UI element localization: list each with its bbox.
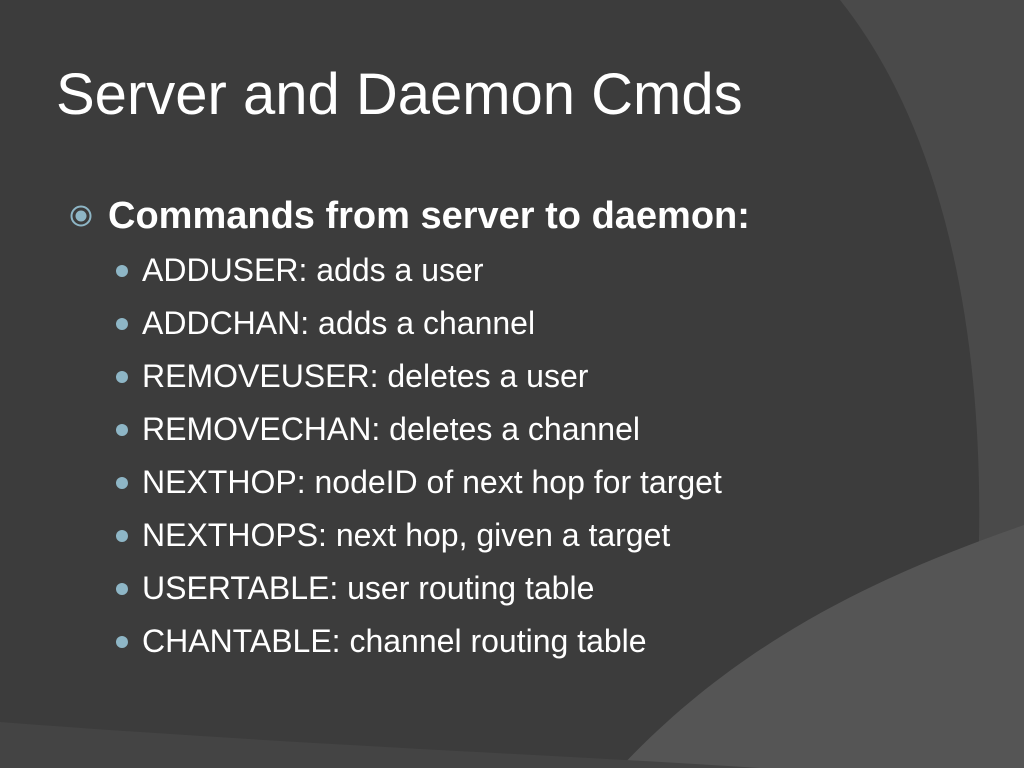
dot-bullet-icon (116, 370, 128, 383)
dot-bullet-icon (116, 317, 128, 330)
list-item-text: NEXTHOP: nodeID of next hop for target (142, 464, 722, 500)
dot-bullet-icon (116, 264, 128, 277)
dot-bullet-icon (116, 529, 128, 542)
slide-content: Commands from server to daemon: ADDUSER:… (70, 188, 970, 668)
command-list: ADDUSER: adds a user ADDCHAN: adds a cha… (70, 244, 970, 668)
target-bullet-icon (70, 205, 92, 227)
list-item: NEXTHOP: nodeID of next hop for target (116, 456, 970, 509)
list-item-text: USERTABLE: user routing table (142, 570, 595, 606)
list-item: REMOVEUSER: deletes a user (116, 350, 970, 403)
list-item: USERTABLE: user routing table (116, 562, 970, 615)
list-item-text: REMOVEUSER: deletes a user (142, 358, 589, 394)
list-item: ADDUSER: adds a user (116, 244, 970, 297)
dot-bullet-icon (116, 635, 128, 648)
list-item: ADDCHAN: adds a channel (116, 297, 970, 350)
section-heading: Commands from server to daemon: (108, 194, 750, 237)
list-item: REMOVECHAN: deletes a channel (116, 403, 970, 456)
list-item-text: REMOVECHAN: deletes a channel (142, 411, 640, 447)
dot-bullet-icon (116, 423, 128, 436)
dot-bullet-icon (116, 582, 128, 595)
slide-title: Server and Daemon Cmds (56, 62, 743, 127)
heading-bullet-row: Commands from server to daemon: (70, 188, 970, 244)
list-item-text: ADDUSER: adds a user (142, 252, 484, 288)
list-item: CHANTABLE: channel routing table (116, 615, 970, 668)
list-item: NEXTHOPS: next hop, given a target (116, 509, 970, 562)
list-item-text: NEXTHOPS: next hop, given a target (142, 517, 671, 553)
list-item-text: ADDCHAN: adds a channel (142, 305, 536, 341)
dot-bullet-icon (116, 476, 128, 489)
list-item-text: CHANTABLE: channel routing table (142, 623, 647, 659)
